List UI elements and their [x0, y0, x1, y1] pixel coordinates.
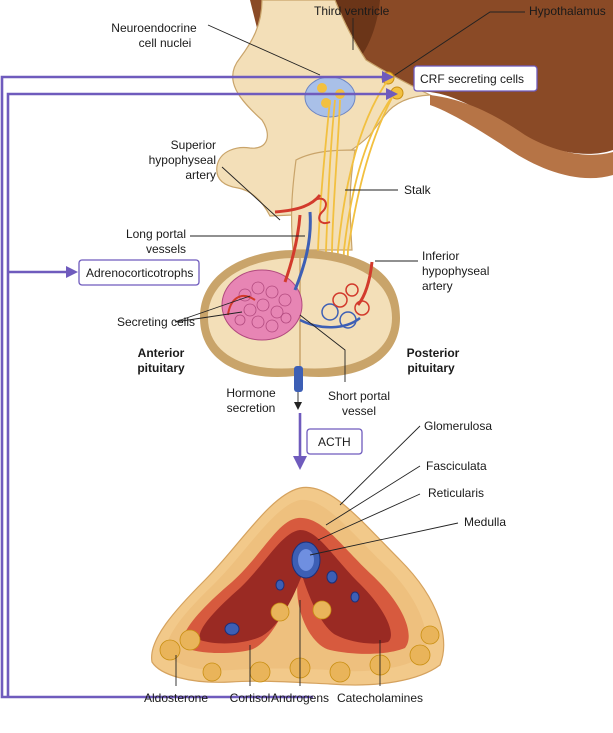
- leader-lines: [174, 11, 525, 686]
- posterior-pituitary-label-1: Posterior: [407, 346, 460, 360]
- long-portal-label-2: vessels: [146, 242, 186, 256]
- superior-artery-label-2: hypophyseal: [149, 153, 216, 167]
- fasciculata-label: Fasciculata: [426, 459, 487, 473]
- glomerulosa-label: Glomerulosa: [424, 419, 492, 433]
- secreting-cell-texture: [234, 281, 292, 333]
- adrenocorticotrophs-label: Adrenocorticotrophs: [86, 266, 193, 280]
- hormone-secretion-label-2: secretion: [227, 401, 276, 415]
- short-portal-label-1: Short portal: [328, 389, 390, 403]
- hormone-secretion-label-1: Hormone: [226, 386, 276, 400]
- third-ventricle-lumen: [330, 0, 380, 55]
- hormone-arrow-head: [294, 402, 302, 410]
- feedback-arrow-adreno: [66, 266, 78, 278]
- hormone-outflow-vessel: [294, 366, 303, 392]
- feedback-loop-inner: [6, 92, 386, 697]
- acth-box: [306, 428, 363, 455]
- inferior-artery-label-1: Inferior: [422, 249, 459, 263]
- cortisol-label: Cortisol: [230, 691, 271, 705]
- medulla-label: Medulla: [464, 515, 506, 529]
- central-vein-lumen: [298, 549, 314, 571]
- inferior-artery-label-2: hypophyseal: [422, 264, 489, 278]
- crf-cells-label: CRF secreting cells: [420, 72, 524, 86]
- adrenal-medulla: [199, 530, 391, 644]
- adrenocorticotrophs-box: [78, 259, 200, 286]
- neuroendocrine-label-1: Neuroendocrine: [111, 21, 197, 35]
- hypothalamus-label: Hypothalamus: [529, 4, 606, 18]
- cortex-fold: [430, 95, 613, 179]
- feedback-arrow-crf-b: [386, 88, 398, 100]
- acth-arrow-head: [293, 456, 307, 470]
- portal-vessels: [227, 194, 361, 329]
- anterior-pituitary-label-1: Anterior: [138, 346, 185, 360]
- inferior-hypophyseal-artery: [356, 261, 374, 306]
- aldosterone-label: Aldosterone: [144, 691, 208, 705]
- anterior-pituitary-label-2: pituitary: [137, 361, 185, 375]
- superior-artery-label-1: Superior: [171, 138, 216, 152]
- anterior-secreting-cells: [221, 269, 303, 341]
- acth-label: ACTH: [318, 435, 351, 449]
- nucleus-star: [317, 83, 327, 93]
- feedback-loop-outer: [0, 75, 382, 699]
- long-portal-label-1: Long portal: [126, 227, 186, 241]
- stalk-label: Stalk: [404, 183, 432, 197]
- reticularis-label: Reticularis: [428, 486, 484, 500]
- neuroendocrine-label-2: cell nuclei: [139, 36, 192, 50]
- third-ventricle-label: Third ventricle: [314, 4, 390, 18]
- nucleus-star: [321, 98, 331, 108]
- neuroendocrine-nuclei: [304, 76, 356, 118]
- crf-cells-box: [413, 65, 538, 92]
- superior-artery-label-3: artery: [185, 168, 216, 182]
- inferior-artery-label-3: artery: [422, 279, 453, 293]
- short-portal-label-2: vessel: [342, 404, 376, 418]
- androgens-label: Androgens: [271, 691, 329, 705]
- catecholamines-label: Catecholamines: [337, 691, 423, 705]
- posterior-pituitary-label-2: pituitary: [407, 361, 455, 375]
- secreting-cells-label: Secreting cells: [117, 315, 195, 329]
- feedback-arrow-crf-a: [382, 71, 394, 83]
